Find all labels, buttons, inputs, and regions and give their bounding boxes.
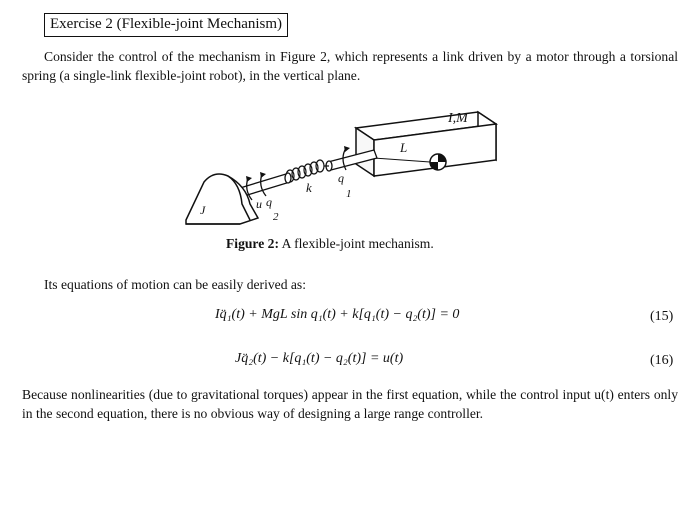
exercise-title: Exercise 2 (Flexible-joint Mechanism) [44, 13, 289, 37]
flexible-joint-figure: I,M L k q 1 u q 2 J [178, 100, 508, 236]
label-q2-subscript: 2 [273, 211, 279, 223]
figure-caption-label: Figure 2: [226, 236, 279, 251]
figure-caption: Figure 2: A flexible-joint mechanism. [226, 236, 434, 252]
center-of-mass-icon [429, 153, 447, 171]
label-motor-inertia: J [200, 203, 206, 217]
label-u: u [256, 197, 262, 211]
equation-15-number: (15) [650, 309, 674, 324]
label-q1: q [338, 171, 344, 185]
label-length: L [399, 140, 407, 155]
figure-caption-text: A flexible-joint mechanism. [281, 236, 434, 251]
equations-intro: Its equations of motion can be easily de… [44, 277, 306, 292]
equation-16: Jq̈₂(t) − k[q₁(t) − q₂(t)] = u(t) [235, 351, 404, 366]
equation-16-number: (16) [650, 353, 674, 368]
conclusion-paragraph: Because nonlinearities (due to gravitati… [22, 387, 678, 421]
label-q2: q [266, 195, 272, 209]
label-spring-k: k [306, 180, 312, 195]
link-box [353, 110, 499, 178]
intro-paragraph: Consider the control of the mechanism in… [22, 49, 678, 83]
motor-housing [185, 173, 260, 225]
label-inertia-mass: I,M [447, 111, 469, 126]
torsional-spring [285, 159, 329, 183]
label-q1-subscript: 1 [346, 188, 352, 200]
equation-15: Iq̈₁(t) + MgL sin q₁(t) + k[q₁(t) − q₂(t… [215, 307, 460, 322]
